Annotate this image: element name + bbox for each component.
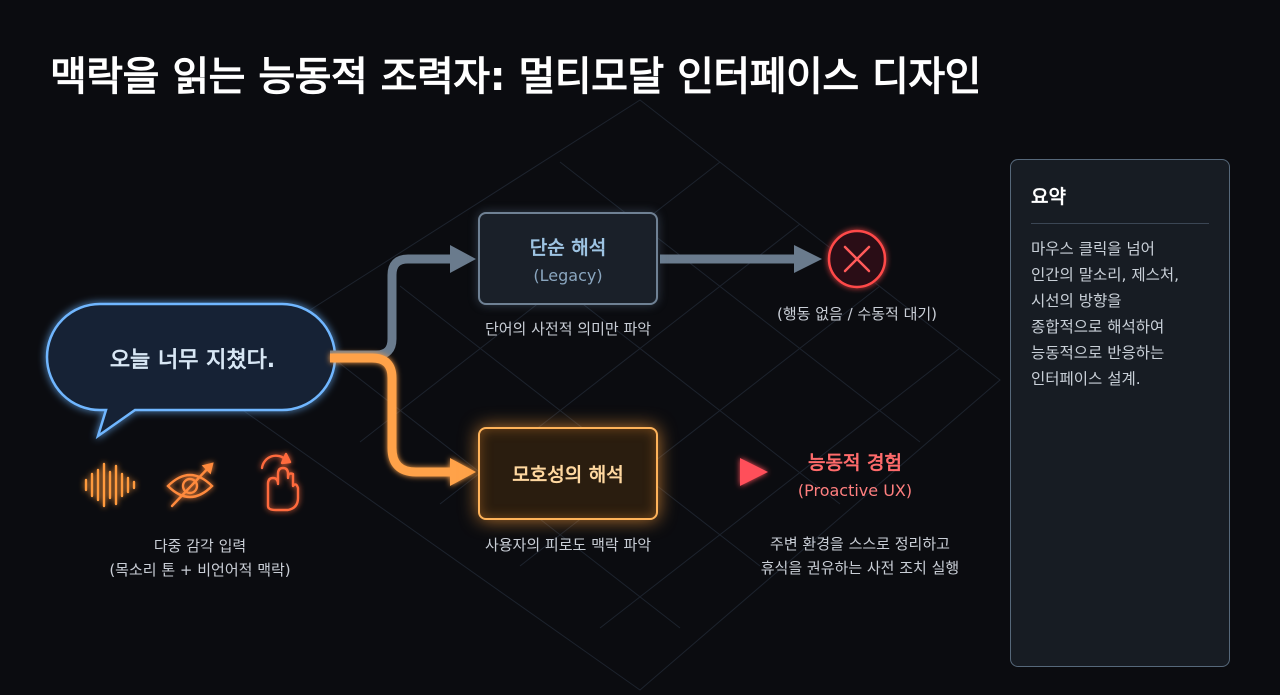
ambiguity-to-proactive-arrow <box>660 458 768 486</box>
context-path-arrow <box>330 353 476 486</box>
no-action-caption: (행동 없음 / 수동적 대기) <box>776 305 938 323</box>
legacy-interpretation-box: 단순 해석 (Legacy) <box>478 212 658 305</box>
proactive-title: 능동적 경험 <box>807 452 902 474</box>
proactive-caption: 주변 환경을 스스로 정리하고 휴식을 권유하는 사전 조치 실행 <box>730 532 990 580</box>
x-circle-icon <box>827 229 887 289</box>
multisensory-caption-line: (목소리 톤 + 비언어적 맥락) <box>109 561 291 579</box>
summary-line: 인터페이스 설계. <box>1031 370 1141 388</box>
proactive-experience-label: 능동적 경험 (Proactive UX) <box>770 448 940 500</box>
summary-title: 요약 <box>1031 186 1066 208</box>
gesture-hand-icon <box>260 452 300 512</box>
multisensory-caption-line: 다중 감각 입력 <box>153 537 247 555</box>
page-title: 맥락을 읽는 능동적 조력자: 멀티모달 인터페이스 디자인 <box>50 54 981 100</box>
legacy-caption: 단어의 사전적 의미만 파악 <box>484 320 652 338</box>
summary-line: 능동적으로 반응하는 <box>1031 344 1165 362</box>
ambiguity-interpretation-box: 모호성의 해석 <box>478 427 658 520</box>
proactive-subtitle: (Proactive UX) <box>797 481 913 500</box>
summary-line: 인간의 말소리, 제스처, <box>1031 266 1180 284</box>
summary-line: 시선의 방향을 <box>1031 292 1122 310</box>
voice-wave-icon <box>84 462 136 508</box>
gaze-eye-icon <box>166 462 214 508</box>
proactive-caption-line: 주변 환경을 스스로 정리하고 <box>770 535 950 553</box>
ambiguity-caption: 사용자의 피로도 맥락 파악 <box>484 536 652 554</box>
legacy-subtitle: (Legacy) <box>533 265 603 285</box>
proactive-caption-line: 휴식을 권유하는 사전 조치 실행 <box>760 559 960 577</box>
summary-panel: 요약 마우스 클릭을 넘어 인간의 말소리, 제스처, 시선의 방향을 종합적으… <box>1010 159 1230 667</box>
speech-bubble-text: 오늘 너무 지쳤다. <box>109 348 276 373</box>
multisensory-caption: 다중 감각 입력 (목소리 톤 + 비언어적 맥락) <box>70 534 330 582</box>
summary-line: 마우스 클릭을 넘어 <box>1031 240 1155 258</box>
summary-line: 종합적으로 해석하여 <box>1031 318 1165 336</box>
legacy-to-none-arrow <box>660 245 822 273</box>
legacy-title: 단순 해석 <box>529 236 607 259</box>
legacy-path-arrow <box>330 245 476 360</box>
speech-bubble <box>45 302 337 440</box>
ambiguity-title: 모호성의 해석 <box>512 464 624 486</box>
summary-divider <box>1031 223 1209 224</box>
